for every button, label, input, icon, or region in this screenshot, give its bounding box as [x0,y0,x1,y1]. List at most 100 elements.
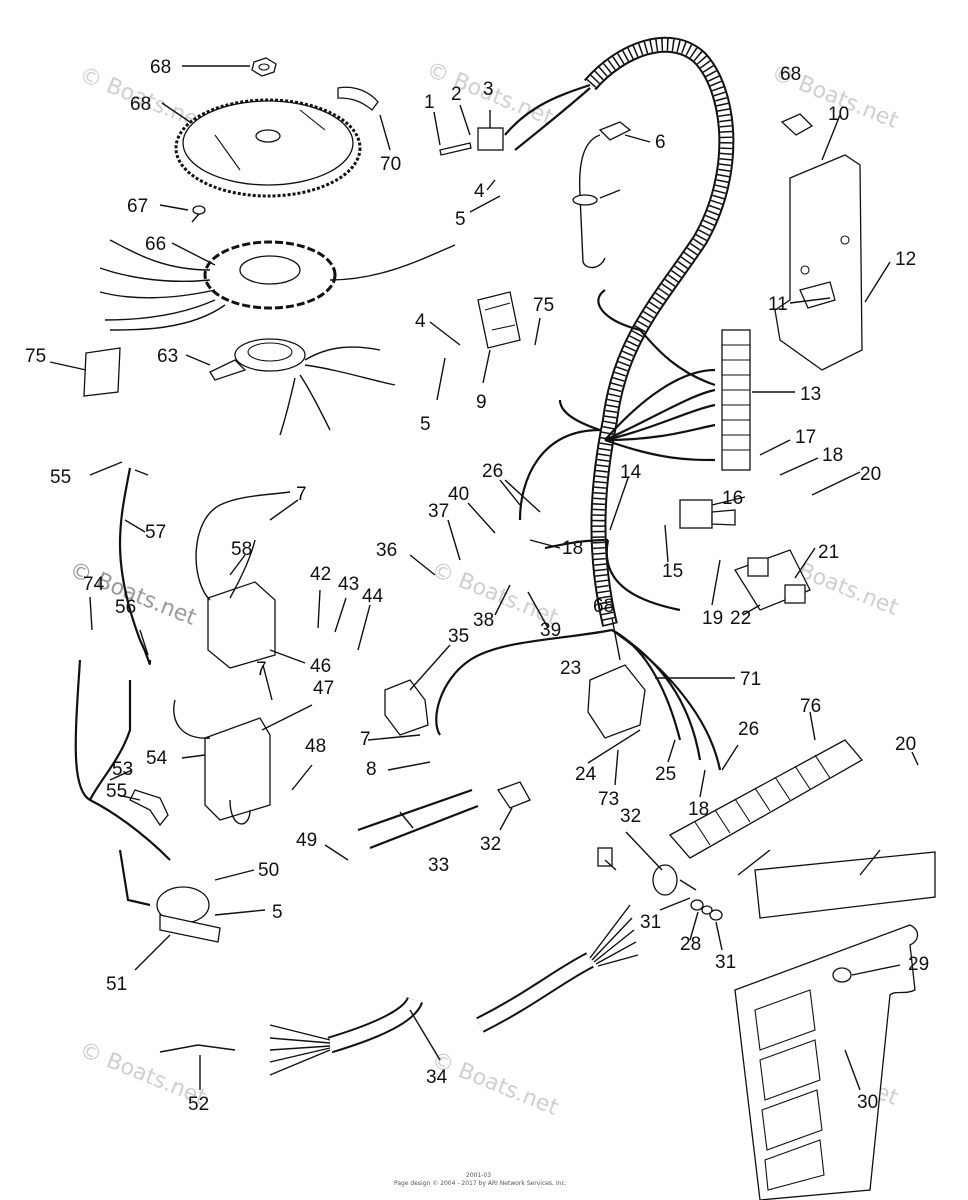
harness-35 [269,904,639,1076]
callout-29[interactable]: 29 [908,954,929,975]
callout-53[interactable]: 54 [146,748,168,769]
callout-54[interactable]: 55 [106,781,127,802]
callout-4[interactable]: 4 [474,181,485,202]
callout-31b[interactable]: 31 [715,952,736,973]
callout-4b[interactable]: 4 [415,311,426,332]
callout-52[interactable]: 53 [112,759,133,780]
callout-5c[interactable]: 5 [272,902,283,923]
mounting-plate [734,924,919,1200]
callout-6[interactable]: 6 [655,132,666,153]
callout-62[interactable]: 68 [150,57,171,78]
callout-40[interactable]: 39 [540,620,561,641]
callout-68b[interactable]: 73 [598,789,619,810]
callout-18b[interactable]: 18 [562,538,583,559]
callout-39[interactable]: 38 [473,610,494,631]
mounting-board [754,851,936,919]
callout-48[interactable]: 49 [296,830,317,851]
callout-2[interactable]: 2 [451,84,462,105]
callout-70[interactable]: 75 [533,295,554,316]
callout-5[interactable]: 5 [455,209,466,230]
screw [191,205,206,223]
callout-7c[interactable]: 7 [296,484,307,505]
clip-74 [572,194,598,206]
callout-18c[interactable]: 18 [688,799,709,820]
callout-31[interactable]: 31 [640,912,661,933]
callout-55b[interactable]: 56 [115,597,136,618]
callout-38[interactable]: 37 [428,501,449,522]
callout-68[interactable]: 71 [740,669,761,690]
callout-1[interactable]: 1 [424,92,435,113]
callout-21[interactable]: 21 [818,542,839,563]
callout-22[interactable]: 22 [730,608,751,629]
callout-9[interactable]: 9 [476,392,487,413]
trigger-coil [209,338,396,436]
callout-19[interactable]: 19 [702,608,723,629]
callout-37[interactable]: 36 [376,540,397,561]
left-harness [74,467,171,907]
lead-34 [357,788,479,850]
callout-51[interactable]: 52 [188,1094,209,1115]
stator [99,239,456,331]
callout-66[interactable]: 68 [780,64,801,85]
callout-55[interactable]: 55 [50,467,71,488]
callout-60[interactable]: 67 [127,196,148,217]
callout-50[interactable]: 51 [106,974,127,995]
callout-41[interactable]: 40 [448,484,469,505]
callout-7b[interactable]: 7 [256,659,267,680]
callout-5b[interactable]: 5 [420,414,431,435]
callout-26b[interactable]: 26 [738,719,759,740]
callout-11[interactable]: 11 [768,294,788,315]
callout-57[interactable]: 58 [231,539,252,560]
callout-71[interactable]: 75 [25,346,46,367]
callout-16[interactable]: 16 [722,488,743,509]
callout-17[interactable]: 17 [795,427,816,448]
callout-13[interactable]: 13 [800,384,821,405]
callout-42[interactable]: 42 [310,564,331,585]
callout-63[interactable]: 68 [593,596,614,617]
callout-58[interactable]: 63 [157,346,178,367]
flywheel [174,98,362,198]
callout-59[interactable]: 66 [145,234,166,255]
callout-36[interactable]: 35 [448,626,469,647]
callout-12[interactable]: 12 [895,249,916,270]
callout-43[interactable]: 43 [338,574,359,595]
callout-68c[interactable]: 74 [83,574,105,595]
boot-54 [129,789,169,827]
clip-33 [497,781,531,809]
callout-30[interactable]: 30 [857,1092,878,1113]
callout-26[interactable]: 26 [482,461,503,482]
callout-56[interactable]: 57 [145,522,166,543]
starter-solenoid [587,664,646,739]
callout-35[interactable]: 34 [426,1067,448,1088]
callout-61[interactable]: 68 [130,94,151,115]
callout-24[interactable]: 24 [575,764,597,785]
warning-horn [156,886,221,943]
callout-44[interactable]: 44 [362,586,384,607]
callout-73[interactable]: 76 [800,696,821,717]
callout-23[interactable]: 23 [560,658,581,679]
callout-8[interactable]: 8 [366,759,377,780]
watermark: © Boats.net [428,1047,562,1121]
leader-lines [49,65,919,1091]
callout-33[interactable]: 32 [480,834,501,855]
callout-32[interactable]: 32 [620,806,641,827]
callout-14[interactable]: 14 [620,462,642,483]
callout-46[interactable]: 47 [313,678,334,699]
callout-28[interactable]: 28 [680,934,701,955]
callout-20[interactable]: 20 [860,464,881,485]
callout-3[interactable]: 3 [483,79,494,100]
callout-49[interactable]: 50 [258,860,279,881]
callout-47[interactable]: 48 [305,736,326,757]
callout-20b[interactable]: 20 [895,734,916,755]
callout-34[interactable]: 33 [428,855,449,876]
callout-15[interactable]: 15 [662,561,683,582]
callout-67[interactable]: 70 [380,154,401,175]
washers [690,899,723,921]
callout-7[interactable]: 7 [360,729,371,750]
callout-10[interactable]: 10 [828,104,849,125]
callout-45[interactable]: 46 [310,656,331,677]
callout-18[interactable]: 18 [822,445,843,466]
callouts: 68 68 70 67 66 63 75 1 2 3 4 5 6 4 5 9 7… [25,57,929,1115]
switch-3 [477,127,504,151]
callout-25[interactable]: 25 [655,764,676,785]
